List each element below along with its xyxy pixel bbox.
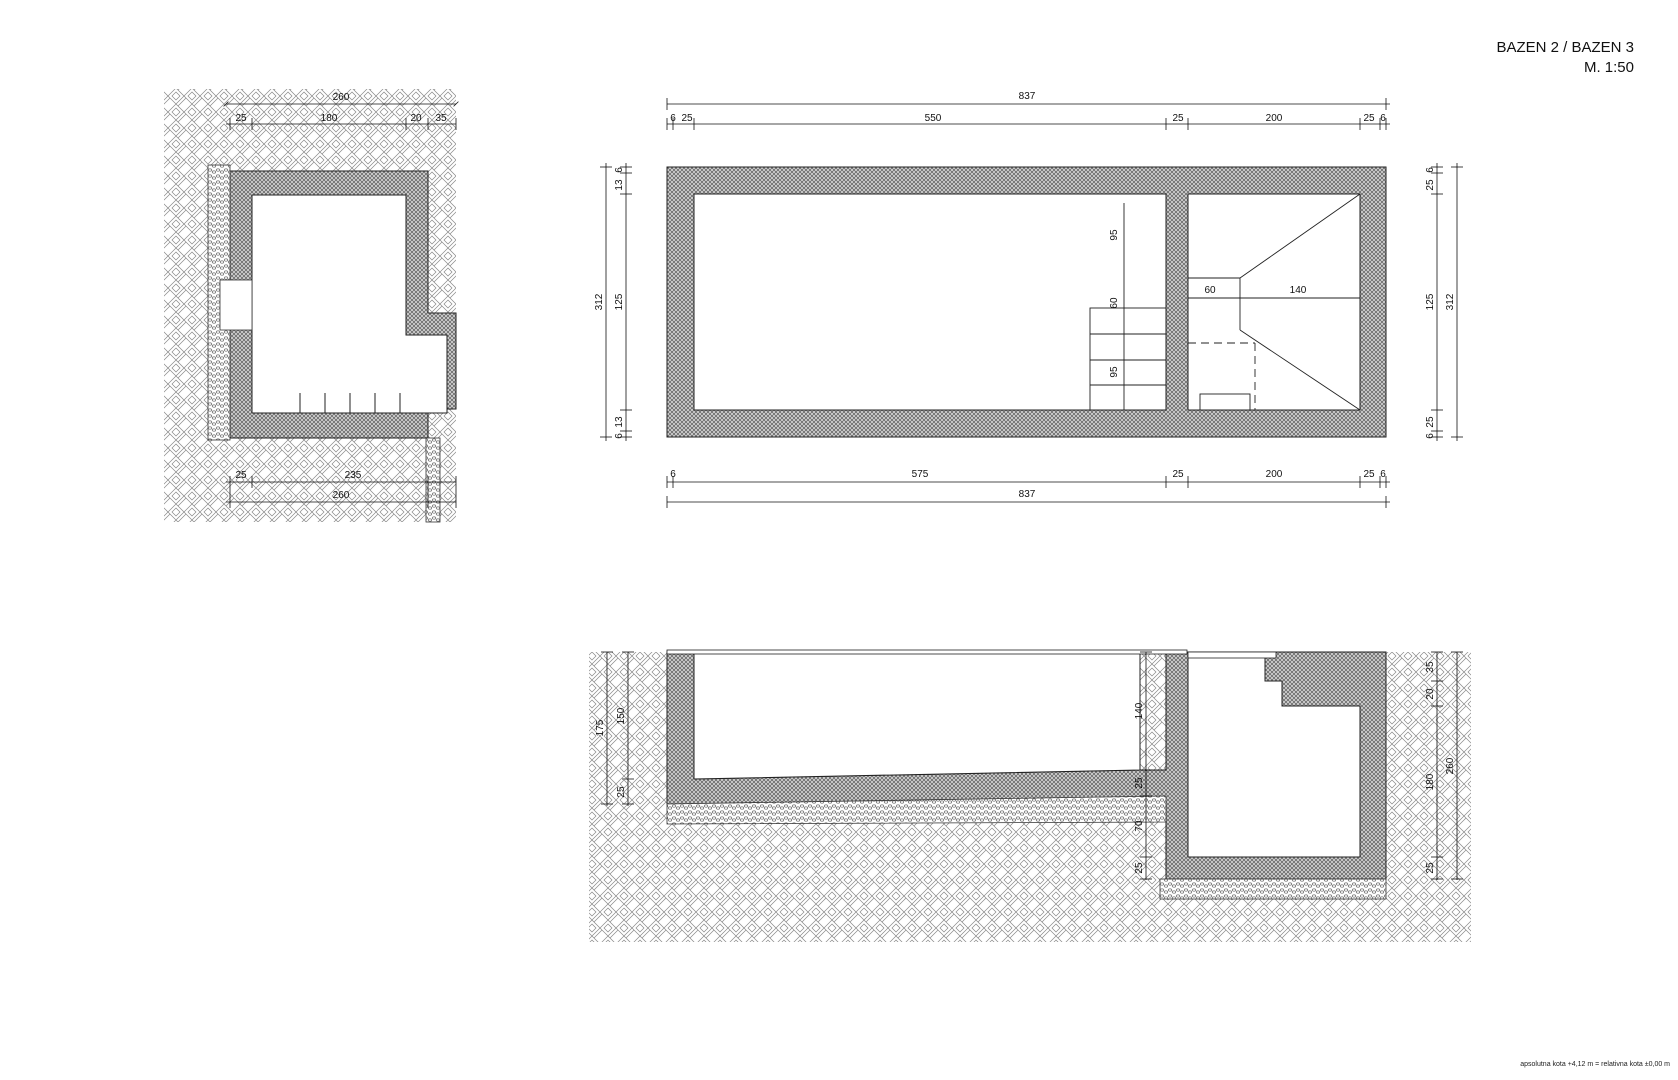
dim-long-right-35: 35 [1425,661,1436,673]
dim-stair-60: 60 [1109,297,1120,309]
plan-right-dims [1431,163,1463,441]
sheet-scale: M. 1:50 [1583,59,1634,76]
dim-long-right-260: 260 [1445,757,1456,774]
dim-long-right-20: 20 [1425,688,1436,700]
dim-room-140: 140 [1290,285,1307,296]
small-section-drain [425,437,441,523]
small-section-cavity [251,194,448,414]
small-section-bottom-dims [226,476,457,508]
small-section-opening [219,279,253,331]
dim-plan-top-total: 837 [1019,91,1036,102]
dim-plan-right-6-top: 6 [1425,167,1436,173]
plan-pool-basin [693,193,1167,411]
dim-plan-top-25: 25 [681,113,693,124]
dim-plan-left-312: 312 [594,293,605,310]
plan-bottom-dims [666,476,1390,508]
dim-long-mid-140: 140 [1134,702,1145,719]
dim-plan-left-6-top: 6 [614,167,625,173]
dim-plan-top-550: 550 [925,113,942,124]
dim-plan-left-6-bottom: 6 [614,433,625,439]
dim-plan-left-13-top: 13 [614,179,625,191]
dim-small-top-20: 20 [410,113,422,124]
dim-plan-top-200: 200 [1266,113,1283,124]
dim-stair-95-top: 95 [1109,229,1120,241]
small-section: 260 25 180 20 35 25 235 260 [164,89,459,523]
long-section-gravel-room [1159,878,1387,900]
plan-view: 60 140 95 60 95 837 6 25 550 25 200 25 6 [594,91,1463,508]
dim-plan-left-13-bottom: 13 [614,416,625,428]
dim-plan-bottom-200: 200 [1266,469,1283,480]
dim-small-top-25: 25 [235,113,247,124]
dim-plan-bottom-6: 6 [670,469,676,480]
dim-room-60: 60 [1204,285,1216,296]
dim-plan-right-25-bottom: 25 [1425,416,1436,428]
long-section-gravel-bed [666,795,1167,825]
dim-small-bottom-235: 235 [345,470,362,481]
dim-plan-left-125: 125 [614,293,625,310]
dim-small-top-35: 35 [435,113,447,124]
dim-long-right-25: 25 [1425,862,1436,874]
dim-small-top-180: 180 [321,113,338,124]
dim-plan-top-6: 6 [670,113,676,124]
plan-pool-steps [1089,203,1167,411]
plan-left-dims [600,163,632,441]
plan-equipment-room [1187,193,1361,411]
long-section-left-dims [601,651,634,806]
small-section-rungs [299,393,401,413]
dim-plan-bottom-total: 837 [1019,489,1036,500]
long-section-pool-water [693,651,1141,780]
small-section-top-dims [223,101,459,130]
dim-plan-bottom-25: 25 [1172,469,1184,480]
dim-long-mid-70: 70 [1134,820,1145,832]
long-section-room-cavity [1187,651,1361,858]
dim-plan-bottom-right-6: 6 [1380,469,1386,480]
long-section-mid-dims [1140,651,1152,880]
sheet-title: BAZEN 2 / BAZEN 3 [1496,39,1634,56]
dim-plan-right-6-bottom: 6 [1425,433,1436,439]
dim-plan-bottom-right-25: 25 [1363,469,1375,480]
dim-plan-top-right-25: 25 [1363,113,1375,124]
dim-long-right-180: 180 [1425,773,1436,790]
long-section-right-dims [1431,651,1463,880]
dim-plan-top-mid-25: 25 [1172,113,1184,124]
dim-plan-right-312: 312 [1445,293,1456,310]
long-section: 175 150 25 140 25 70 25 35 20 180 25 260 [589,649,1471,942]
dim-long-left-175: 175 [595,719,606,736]
dim-long-mid-25: 25 [1134,777,1145,789]
dim-stair-95-bottom: 95 [1109,366,1120,378]
long-section-room-lid [1187,651,1277,659]
dim-plan-right-125: 125 [1425,293,1436,310]
dim-long-left-25: 25 [616,786,627,798]
dim-small-top-total: 260 [333,92,350,103]
dim-small-bottom-25: 25 [235,470,247,481]
long-section-coping [666,649,1188,655]
dim-plan-bottom-575: 575 [912,469,929,480]
plan-room-stairs [1188,193,1361,411]
dim-long-mid-25b: 25 [1134,862,1145,874]
dim-long-left-150: 150 [616,707,627,724]
dim-plan-top-right-6: 6 [1380,113,1386,124]
plan-top-dims [666,98,1390,130]
dim-small-bottom-260: 260 [333,490,350,501]
footer-note: apsolutna kota +4,12 m = relativna kota … [1520,1061,1670,1068]
dim-plan-right-25-top: 25 [1425,179,1436,191]
